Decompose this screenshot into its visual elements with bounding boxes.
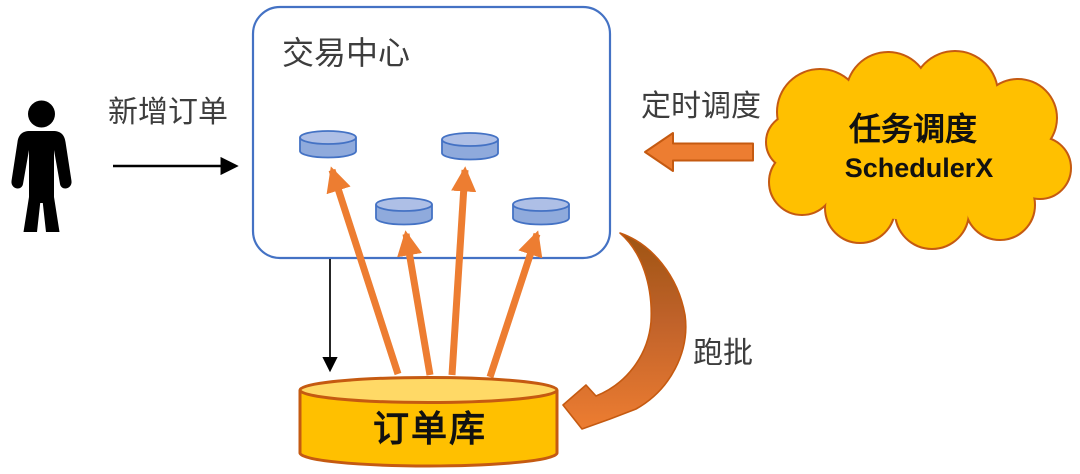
scheduler-cloud — [765, 50, 1072, 250]
app-instance-4 — [512, 197, 570, 226]
app-instance-1 — [299, 130, 357, 159]
cloud-label-line2: SchedulerX — [844, 153, 994, 183]
app-instance-3 — [375, 197, 433, 226]
dispatch-label: 定时调度 — [641, 90, 761, 123]
fan-arrow-3 — [448, 166, 477, 376]
cloud-body — [767, 52, 1070, 248]
order-db-label: 订单库 — [372, 408, 488, 449]
dispatch-block-arrow — [644, 132, 754, 172]
cloud-label-line1: 任务调度 — [848, 111, 978, 147]
trade-center-title: 交易中心 — [282, 35, 411, 71]
batch-label: 跑批 — [693, 337, 753, 370]
person-icon — [11, 100, 72, 232]
new-order-label: 新增订单 — [108, 96, 228, 129]
order-db-cylinder — [298, 376, 559, 468]
fan-arrow-4 — [486, 230, 543, 379]
app-instances — [299, 130, 570, 226]
fan-arrow-2 — [397, 230, 434, 376]
batch-curved-arrow — [562, 232, 687, 430]
app-instance-2 — [441, 132, 499, 161]
fan-arrows — [326, 166, 543, 379]
fan-arrow-1 — [326, 166, 402, 376]
